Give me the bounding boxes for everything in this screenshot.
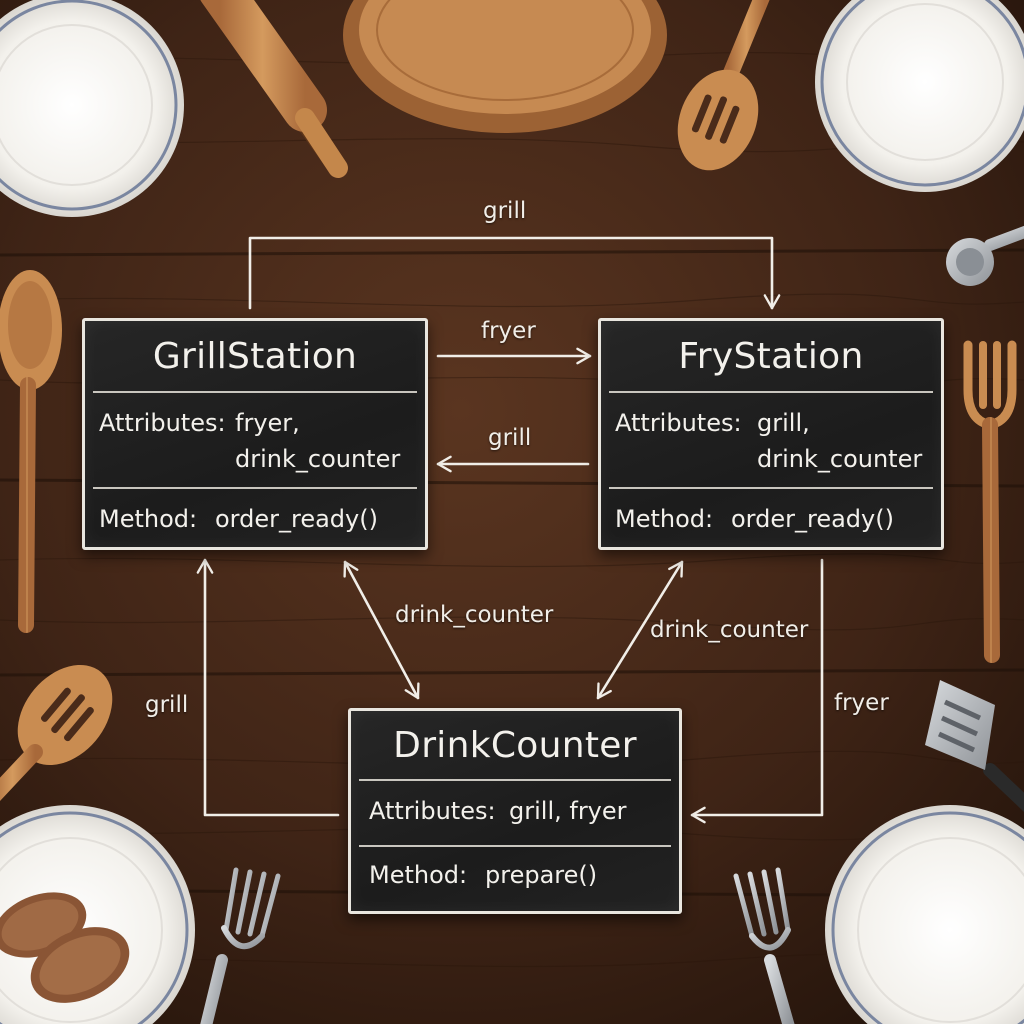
attribute-item: drink_counter xyxy=(757,445,922,473)
divider xyxy=(93,487,417,489)
class-name: DrinkCounter xyxy=(351,725,679,766)
connector-label-drink-counter-right: drink_counter xyxy=(650,617,808,643)
divider xyxy=(609,391,933,393)
method-label: Method: xyxy=(99,505,197,533)
connector-label-fryer: fryer xyxy=(481,318,536,344)
method-item: order_ready() xyxy=(215,505,378,533)
class-name: GrillStation xyxy=(85,336,425,377)
class-box-fry-station: FryStation Attributes: grill, drink_coun… xyxy=(598,318,944,550)
method-item: order_ready() xyxy=(731,505,894,533)
class-name: FryStation xyxy=(601,336,941,377)
attribute-item: grill, fryer xyxy=(509,797,627,825)
connector-label-fryer-right: fryer xyxy=(834,690,889,716)
attributes-label: Attributes: xyxy=(99,409,226,437)
connector-label-grill-middle: grill xyxy=(488,425,531,451)
class-box-drink-counter: DrinkCounter Attributes: grill, fryer Me… xyxy=(348,708,682,914)
method-item: prepare() xyxy=(485,861,597,889)
connector-label-grill-left: grill xyxy=(145,692,188,718)
attribute-item: fryer, xyxy=(235,409,300,437)
divider xyxy=(359,845,671,847)
method-label: Method: xyxy=(615,505,713,533)
class-box-grill-station: GrillStation Attributes: fryer, drink_co… xyxy=(82,318,428,550)
attribute-item: grill, xyxy=(757,409,810,437)
attributes-label: Attributes: xyxy=(615,409,742,437)
divider xyxy=(609,487,933,489)
divider xyxy=(93,391,417,393)
attributes-label: Attributes: xyxy=(369,797,496,825)
attribute-item: drink_counter xyxy=(235,445,400,473)
method-label: Method: xyxy=(369,861,467,889)
divider xyxy=(359,779,671,781)
connector-label-drink-counter-left: drink_counter xyxy=(395,602,553,628)
connector-label-grill-top: grill xyxy=(483,198,526,224)
